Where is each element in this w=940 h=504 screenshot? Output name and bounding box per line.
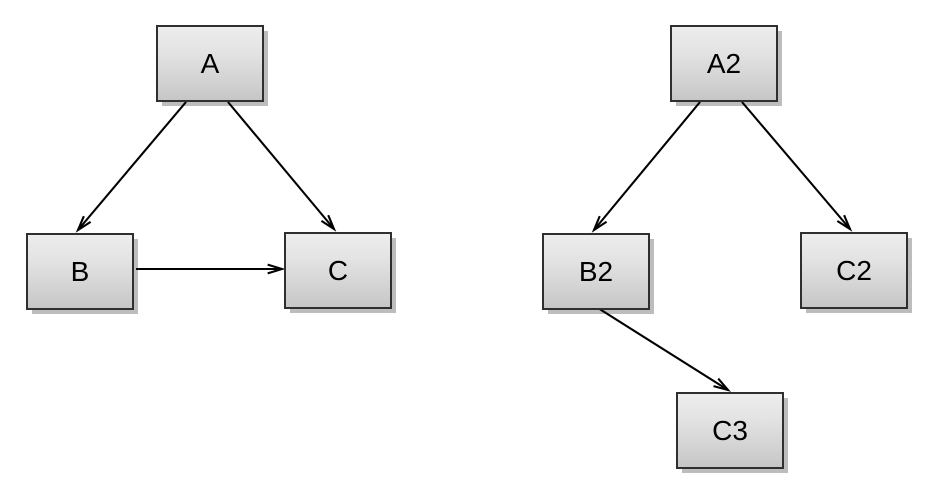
node-label: A (200, 47, 220, 79)
arrowhead-icon (75, 215, 92, 233)
node-b2[interactable]: B2 (542, 233, 650, 310)
edge-a-to-b (75, 101, 187, 233)
arrowhead-icon (320, 214, 337, 232)
node-label: C2 (836, 254, 872, 286)
arrowhead-icon (836, 214, 853, 232)
node-c2[interactable]: C2 (800, 232, 908, 309)
arrowhead-icon (591, 215, 608, 233)
node-label: A2 (706, 47, 742, 79)
arrowhead-icon (713, 377, 732, 392)
node-label: B (70, 255, 90, 287)
node-b[interactable]: B (26, 233, 134, 310)
node-a[interactable]: A (156, 25, 264, 102)
node-c3[interactable]: C3 (676, 392, 784, 469)
edge-b2-to-c3 (597, 307, 732, 392)
edge-line (593, 101, 701, 231)
edge-a2-to-b2 (591, 101, 701, 233)
node-label: C3 (712, 414, 748, 446)
edge-a-to-c (227, 101, 337, 232)
node-c[interactable]: C (284, 232, 392, 309)
edge-line (227, 101, 335, 230)
node-label: B2 (578, 255, 614, 287)
node-a2[interactable]: A2 (670, 25, 778, 102)
edge-line (597, 307, 729, 391)
edge-line (77, 101, 187, 231)
edge-line (741, 101, 851, 230)
edge-b-to-c (136, 263, 286, 275)
arrowhead-icon (267, 263, 286, 275)
edge-a2-to-c2 (741, 101, 853, 232)
node-label: C (327, 254, 349, 286)
